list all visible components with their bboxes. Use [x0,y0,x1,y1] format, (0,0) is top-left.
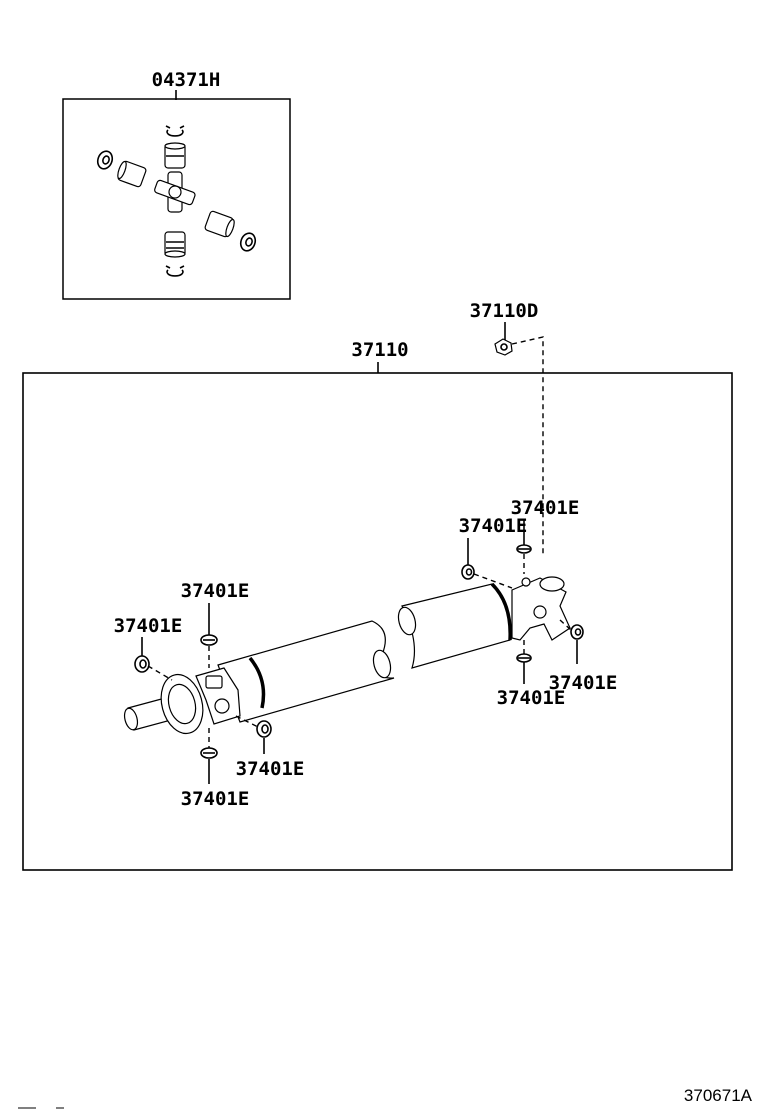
propeller-shaft-icon [123,576,571,735]
diagram-reference-code: 370671A [684,1086,753,1105]
nut-part-label[interactable]: 37110D [470,300,539,322]
clip-part-label[interactable]: 37401E [181,788,250,810]
snap-ring-icon [96,150,114,170]
clip-part-label[interactable]: 37401E [549,672,618,694]
snap-ring-icon [165,125,185,137]
clip-icon [570,624,584,640]
bearing-cup-icon [117,160,147,188]
clip-part-label[interactable]: 37401E [497,687,566,709]
assembly-dash-line [473,573,513,589]
kit-frame [62,98,291,300]
shaft-part-label[interactable]: 37110 [351,339,408,361]
clip-icon [516,653,532,663]
snap-ring-icon [239,232,257,252]
kit-part-label[interactable]: 04371H [152,69,221,91]
universal-joint-kit-group: 04371H [62,69,291,300]
clip-part-label[interactable]: 37401E [181,580,250,602]
spider-cross-icon [154,171,196,213]
clip-part-label[interactable]: 37401E [236,758,305,780]
nut-group: 37110D [470,300,544,556]
assembly-dash-line [559,619,572,631]
assembly-dash-line [235,715,259,728]
assembly-dash-line [147,665,173,681]
clip-icon [461,564,475,580]
clip-icon [516,544,532,554]
clip-icon [200,634,218,646]
bearing-cup-icon [164,142,186,169]
clip-part-label[interactable]: 37401E [114,615,183,637]
nut-dashed-leader [511,336,544,556]
clip-icon [134,655,150,673]
bearing-cup-icon [204,210,235,238]
snap-ring-icon [165,265,185,277]
clip-icon [200,747,218,759]
clip-icon [256,720,272,738]
nut-icon [494,338,513,356]
clip-part-label[interactable]: 37401E [459,515,528,537]
clip-part-label[interactable]: 37401E [511,497,580,519]
bearing-cup-icon [164,231,186,258]
propeller-shaft-frame [22,372,733,871]
